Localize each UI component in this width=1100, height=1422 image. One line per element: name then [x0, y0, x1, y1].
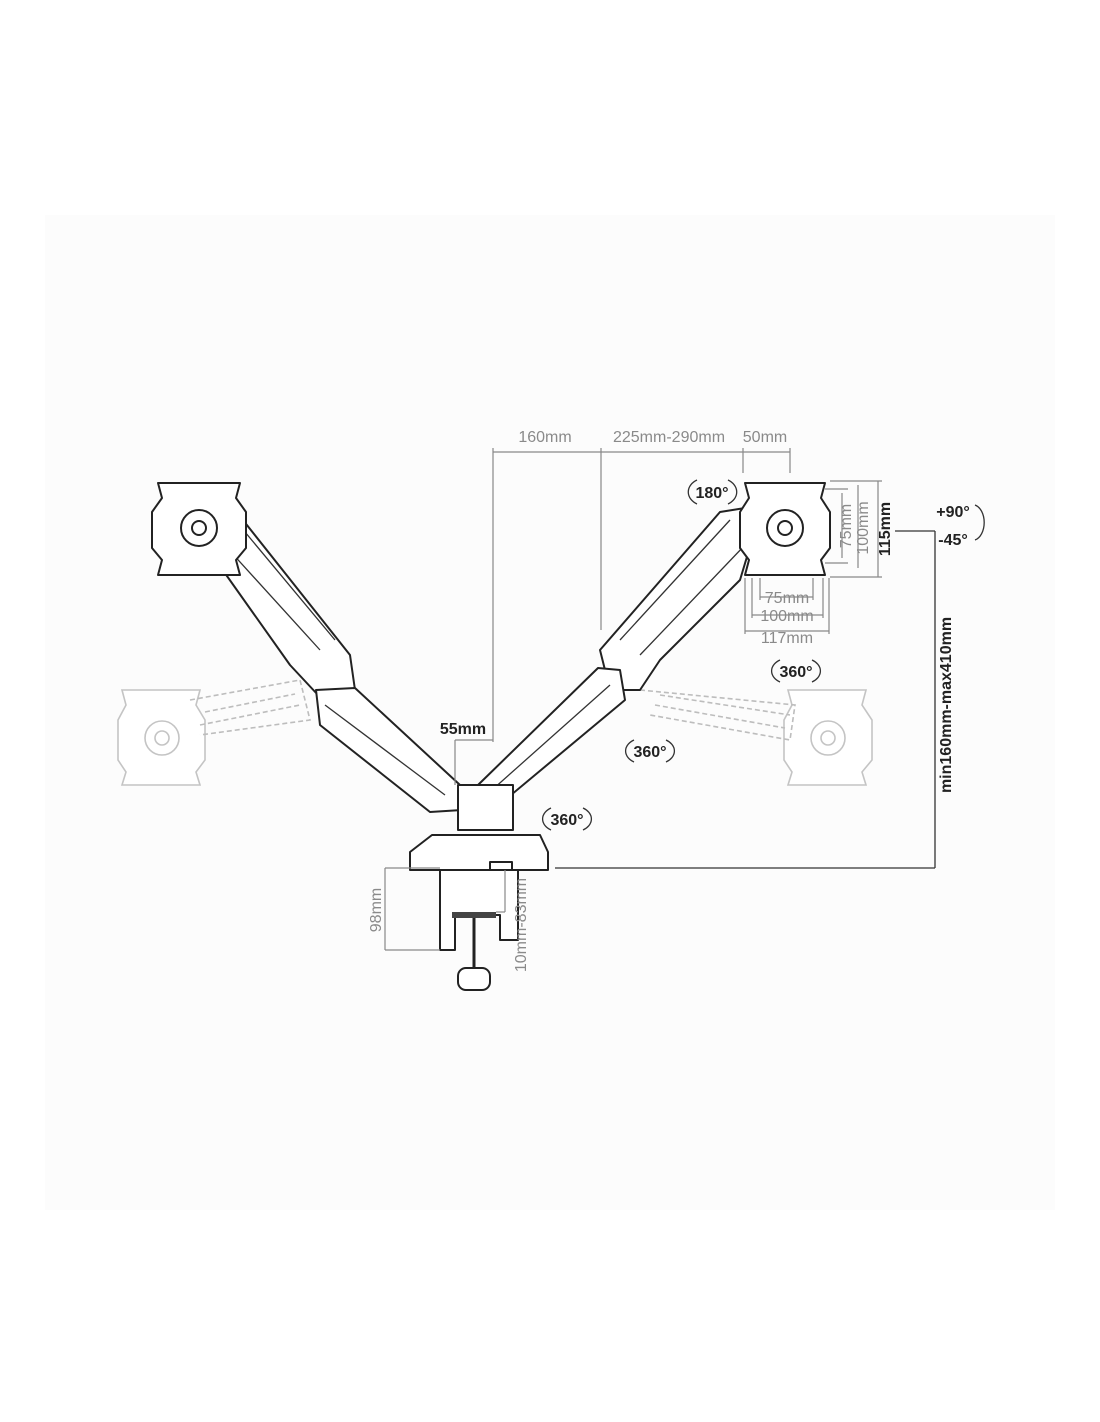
dim-vesa-h-75: 75mm: [765, 590, 809, 607]
ghost-left-monitor: [117, 679, 311, 786]
dim-vesa-h-100: 100mm: [760, 608, 813, 625]
rotation-360-base: 360°: [542, 807, 592, 831]
dim-55mm: 55mm: [440, 721, 486, 738]
diagram-frame: [45, 215, 1055, 1210]
svg-text:360°: 360°: [550, 812, 583, 829]
ghost-right-monitor: [639, 689, 873, 786]
svg-text:360°: 360°: [633, 744, 666, 761]
svg-text:+90°: +90°: [936, 504, 970, 521]
rotation-180: 180°: [687, 479, 738, 505]
rotation-tilt: +90° -45°: [936, 504, 985, 549]
dim-plate-width: 117mm: [761, 630, 813, 647]
dim-vesa-v-75: 75mm: [838, 504, 855, 548]
dim-plate-height: 115mm: [877, 502, 894, 556]
right-arm: [477, 482, 831, 813]
svg-text:-45°: -45°: [938, 532, 968, 549]
dim-desk-thickness: 10mm-83mm: [513, 878, 530, 972]
dim-vesa-v-100: 100mm: [855, 501, 872, 554]
dim-height-range: min160mm-max410mm: [938, 617, 955, 793]
left-arm: [151, 482, 463, 813]
rotation-360-plate: 360°: [771, 659, 821, 683]
svg-text:360°: 360°: [779, 664, 812, 681]
dim-arm-reach: 225mm-290mm: [613, 429, 725, 446]
dim-clamp-height: 98mm: [368, 888, 385, 932]
dimension-lines: [384, 448, 936, 951]
dim-50mm: 50mm: [743, 429, 787, 446]
base-and-clamp: [409, 784, 549, 991]
dim-160mm: 160mm: [518, 429, 571, 446]
rotation-360-elbow: 360°: [625, 739, 675, 763]
svg-text:180°: 180°: [695, 485, 728, 502]
